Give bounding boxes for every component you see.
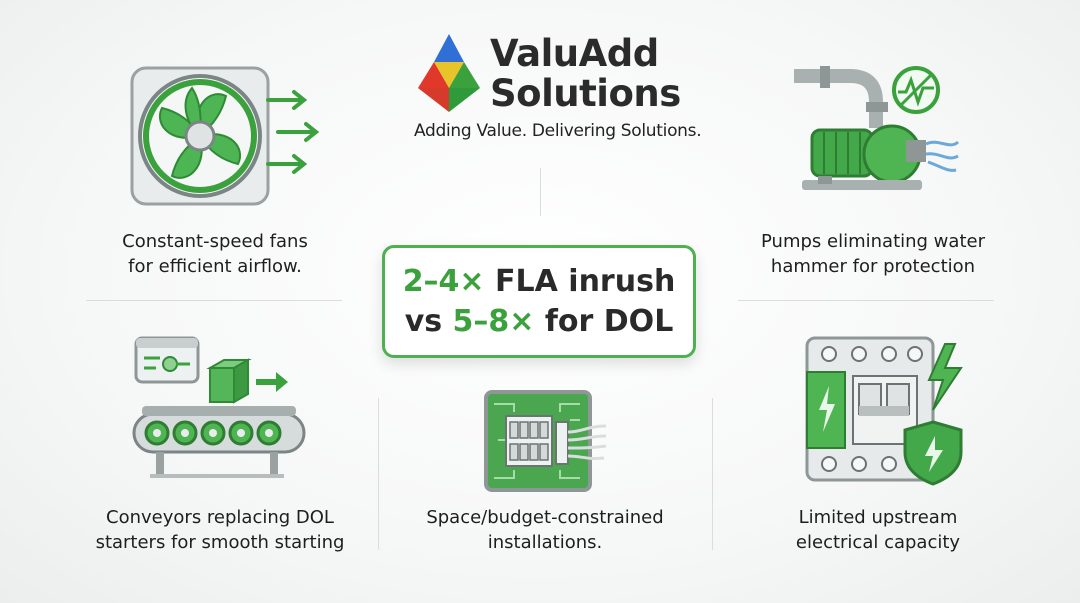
divider-bottom-left <box>378 398 379 550</box>
brand-name-line1: ValuAdd <box>490 32 659 75</box>
inrush-line1-text: FLA inrush <box>484 263 676 299</box>
control-panel-icon <box>484 390 607 492</box>
caption-space-line1: Space/budget-constrained <box>426 507 664 528</box>
caption-pumps-line1: Pumps eliminating water <box>761 231 985 252</box>
caption-upstream-line1: Limited upstream <box>798 507 958 528</box>
caption-fans-line1: Constant-speed fans <box>122 231 308 252</box>
caption-space: Space/budget-constrained installations. <box>400 505 690 555</box>
inrush-soft-value: 2–4× <box>402 263 485 299</box>
inrush-line2: vs 5–8× for DOL <box>405 302 674 342</box>
inrush-line2-prefix: vs <box>404 303 453 339</box>
caption-upstream: Limited upstream electrical capacity <box>758 505 998 555</box>
caption-fans: Constant-speed fans for efficient airflo… <box>95 229 335 279</box>
divider-right <box>738 300 994 301</box>
brand-name: ValuAdd Solutions <box>490 34 681 114</box>
inrush-dol-value: 5–8× <box>452 303 535 339</box>
pump-icon <box>794 66 960 190</box>
brand-name-line2: Solutions <box>490 72 681 115</box>
conveyor-icon <box>132 336 306 478</box>
caption-upstream-line2: electrical capacity <box>795 532 961 553</box>
divider-bottom-right <box>712 398 713 550</box>
caption-pumps: Pumps eliminating water hammer for prote… <box>738 229 1008 279</box>
caption-conveyors-line2: starters for smooth starting <box>95 532 345 553</box>
brand-logo: ValuAdd Solutions Adding Value. Deliveri… <box>410 32 702 142</box>
fan-icon <box>130 66 320 206</box>
caption-pumps-line2: hammer for protection <box>770 256 976 277</box>
caption-fans-line2: for efficient airflow. <box>128 256 302 277</box>
divider-left <box>86 300 342 301</box>
divider-top <box>540 168 541 216</box>
inrush-comparison-box: 2–4× FLA inrush vs 5–8× for DOL <box>382 245 696 358</box>
brand-tagline: Adding Value. Delivering Solutions. <box>414 121 702 141</box>
circuit-breaker-icon <box>805 336 963 486</box>
inrush-line1: 2–4× FLA inrush <box>403 262 676 302</box>
inrush-line2-text: for DOL <box>534 303 674 339</box>
caption-space-line2: installations. <box>487 532 603 553</box>
logo-mark-icon <box>418 34 480 112</box>
caption-conveyors-line1: Conveyors replacing DOL <box>106 507 334 528</box>
caption-conveyors: Conveyors replacing DOL starters for smo… <box>80 505 360 555</box>
